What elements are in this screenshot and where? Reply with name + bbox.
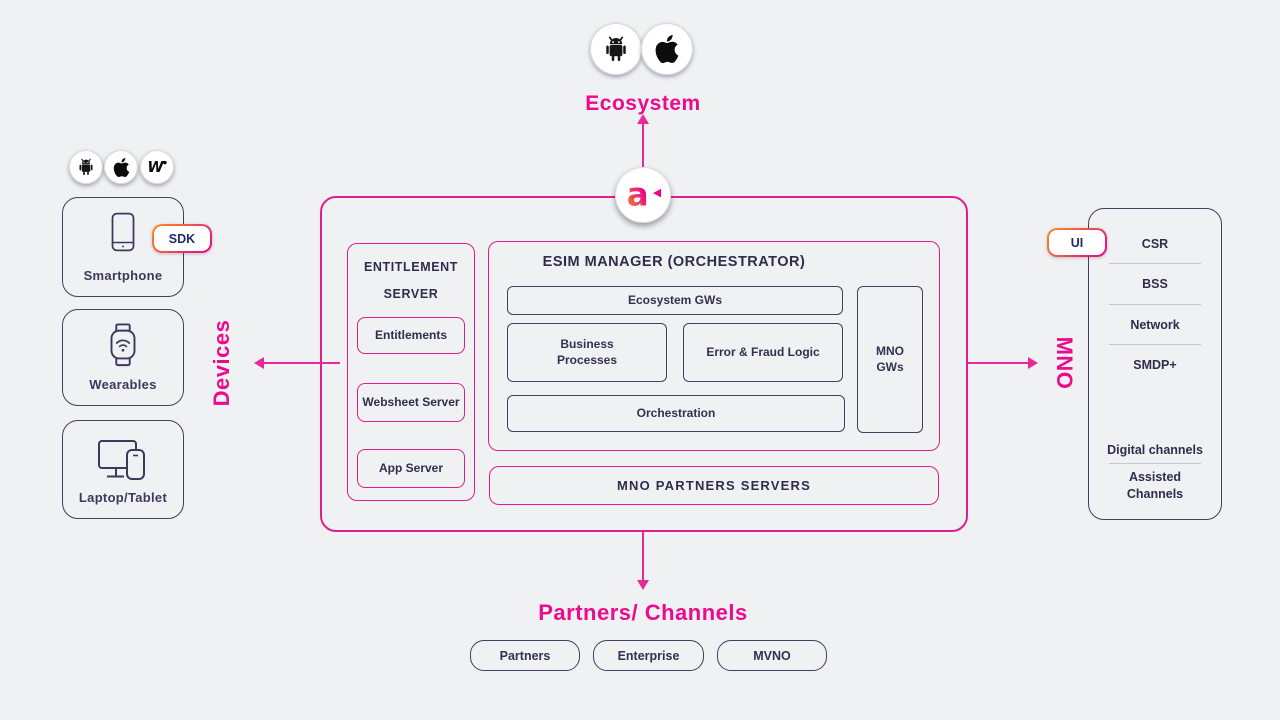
wearables-label: Wearables — [89, 377, 157, 392]
arrow-to-ecosystem — [642, 124, 644, 168]
mno-gws-box: MNO GWs — [857, 286, 923, 433]
laptop-tablet-icon — [98, 440, 145, 480]
mno-stack-box: CSR BSS Network SMDP+ Digital channels A… — [1088, 208, 1222, 520]
app-server-box: App Server — [357, 449, 465, 488]
android-icon — [79, 158, 93, 175]
separator — [1109, 344, 1201, 345]
separator — [1109, 304, 1201, 305]
ui-badge-label: UI — [1049, 230, 1105, 255]
smartphone-label: Smartphone — [83, 268, 163, 283]
laptop-tablet-box: Laptop/Tablet — [62, 420, 184, 519]
arrow-to-partners-head — [637, 580, 649, 590]
brand-logo-icon: a — [627, 176, 662, 214]
network-item: Network — [1130, 318, 1180, 332]
wear-os-letter: W — [147, 159, 164, 176]
separator — [1109, 463, 1201, 464]
ecosystem-heading: Ecosystem — [585, 92, 701, 115]
brand-logo-circle: a — [615, 167, 671, 223]
websheet-server-box: Websheet Server — [357, 383, 465, 422]
ecosystem-android-circle — [590, 23, 642, 75]
smartphone-icon — [111, 212, 135, 252]
enterprise-box: Enterprise — [593, 640, 704, 671]
wearables-box: Wearables — [62, 309, 184, 406]
mvno-box: MVNO — [717, 640, 827, 671]
arrow-to-devices — [264, 362, 340, 364]
sdk-badge: SDK — [152, 224, 212, 253]
smartwatch-icon — [110, 323, 136, 367]
partners-box: Partners — [470, 640, 580, 671]
ui-badge: UI — [1047, 228, 1107, 257]
separator — [1109, 263, 1201, 264]
partners-channels-heading: Partners/ Channels — [538, 600, 748, 625]
arrow-to-mno-head — [1028, 357, 1038, 369]
devices-apple-circle — [104, 150, 138, 184]
digital-channels-item: Digital channels — [1107, 443, 1203, 457]
arrow-to-partners — [642, 532, 644, 580]
bss-item: BSS — [1142, 277, 1168, 291]
arrow-to-ecosystem-head — [637, 114, 649, 124]
ecosystem-gws-box: Ecosystem GWs — [507, 286, 843, 315]
assisted-channels-item: Assisted Channels — [1126, 470, 1184, 501]
mno-vertical-label: MNO — [1052, 336, 1077, 390]
business-processes-box: Business Processes — [507, 323, 667, 382]
sdk-badge-label: SDK — [154, 226, 210, 251]
esim-manager-box: ESIM MANAGER (ORCHESTRATOR) Ecosystem GW… — [488, 241, 940, 451]
brand-logo-letter: a — [627, 176, 649, 214]
devices-vertical-label: Devices — [209, 319, 234, 407]
error-fraud-logic-box: Error & Fraud Logic — [683, 323, 843, 382]
wear-os-icon: W — [147, 159, 167, 176]
laptop-tablet-label: Laptop/Tablet — [78, 490, 168, 505]
apple-icon — [113, 157, 129, 177]
csr-item: CSR — [1141, 237, 1169, 251]
devices-android-circle — [69, 150, 103, 184]
android-icon — [606, 36, 626, 61]
devices-wear-circle: W — [140, 150, 174, 184]
arrow-to-devices-head — [254, 357, 264, 369]
entitlement-server-title: ENTITLEMENT SERVER — [363, 260, 459, 301]
ecosystem-apple-circle — [641, 23, 693, 75]
entitlement-server-box: ENTITLEMENT SERVER Entitlements Websheet… — [347, 243, 475, 501]
smdp-item: SMDP+ — [1133, 358, 1177, 372]
mno-partners-servers-box: MNO PARTNERS SERVERS — [489, 466, 939, 505]
orchestration-box: Orchestration — [507, 395, 845, 432]
entitlements-box: Entitlements — [357, 317, 465, 354]
esim-manager-title: ESIM MANAGER (ORCHESTRATOR) — [542, 254, 806, 270]
arrow-to-mno — [968, 362, 1028, 364]
apple-icon — [655, 35, 679, 63]
